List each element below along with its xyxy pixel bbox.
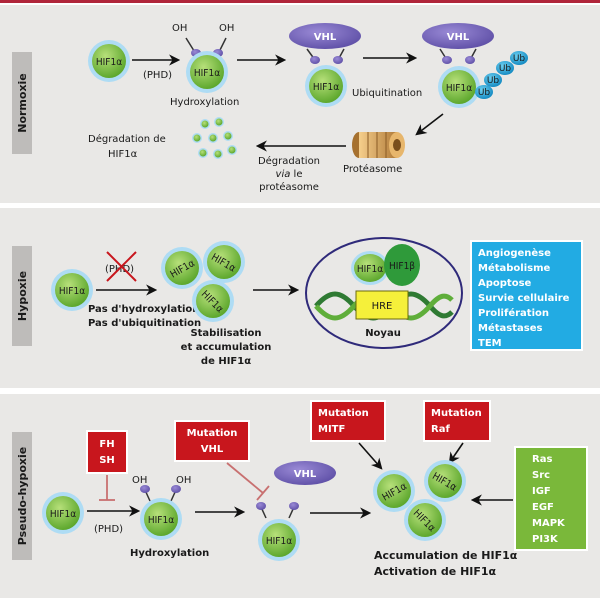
effect-item: Survie cellulaire — [478, 293, 570, 304]
phd-label-normoxie: (PHD) — [143, 70, 172, 81]
inhibition-bar-vhl — [226, 462, 270, 501]
mutation-raf-box — [423, 400, 491, 442]
section-label-hypoxie: Hypoxie — [16, 271, 29, 321]
hif1a-accumulated-cluster: HIF1α HIF1α HIF1α — [373, 460, 466, 541]
svg-text:HRE: HRE — [372, 301, 393, 312]
svg-text:HIF1α: HIF1α — [194, 68, 220, 79]
hydroxylation-label-normoxie: Hydroxylation — [170, 97, 239, 108]
proteasome-label: Protéasome — [343, 163, 402, 175]
degradation-hif-label-2: HIF1α — [108, 149, 138, 160]
band-pseudo-hypoxie — [0, 394, 600, 598]
mutation-mitf-label-2: MITF — [318, 424, 345, 435]
mutation-mitf-label-1: Mutation — [318, 408, 369, 419]
svg-text:HIF1α: HIF1α — [446, 83, 472, 94]
pathway-item: EGF — [532, 502, 554, 513]
hif1a-cell-hypoxie: HIF1α — [51, 269, 93, 311]
arrow-mitf — [358, 442, 383, 470]
pathway-item: MAPK — [532, 518, 566, 529]
svg-text:HIF1α: HIF1α — [357, 264, 383, 275]
activation-label: Activation de HIF1α — [374, 565, 497, 578]
effect-item: Prolifération — [478, 307, 549, 319]
mutation-vhl-label-2: VHL — [201, 444, 224, 455]
arrow-raf — [448, 442, 464, 464]
hif1a-cell-normoxie-1: HIF1α — [88, 40, 130, 82]
ubiquitination-label: Ubiquitination — [352, 88, 422, 99]
svg-text:VHL: VHL — [447, 32, 470, 43]
vhl-complex-1: VHL HIF1α — [289, 23, 361, 107]
hif1a-fragments — [192, 117, 237, 159]
pathway-item: IGF — [532, 486, 551, 497]
pathway-item: PI3K — [532, 534, 559, 545]
svg-text:HIF1α: HIF1α — [313, 82, 339, 93]
nucleus: HRE HIF1α HIF1β — [305, 237, 463, 349]
stabilisation-label-1: Stabilisation — [190, 328, 261, 339]
pathway-item: Src — [532, 470, 550, 481]
svg-text:HIF1α: HIF1α — [266, 536, 292, 547]
oh-label: OH — [172, 23, 187, 34]
sh-label: SH — [99, 455, 115, 466]
no-ubiquitination-label: Pas d'ubiquitination — [88, 318, 201, 329]
ubiquitin-chain: Ub Ub Ub Ub — [475, 51, 528, 99]
mutation-raf-label-2: Raf — [431, 424, 450, 435]
proteasome-icon — [352, 132, 405, 158]
mutation-vhl-label-1: Mutation — [187, 428, 238, 439]
section-label-pseudo-hypoxie: Pseudo-hypoxie — [16, 447, 29, 545]
section-label-normoxie: Normoxie — [16, 73, 29, 133]
tab-pseudo-hypoxie — [12, 432, 32, 560]
phd-blocked-cross-icon — [106, 251, 137, 282]
tab-hypoxie — [12, 246, 32, 346]
hif1a-cell-pseudo-hydroxylated: HIF1α — [140, 485, 182, 540]
degradation-hif-label-1: Dégradation de — [88, 133, 166, 145]
stabilisation-label-3: de HIF1α — [201, 356, 251, 367]
vhl-complex-ubiquitinated: VHL HIF1α — [422, 23, 494, 108]
hif1a-cell-pseudo-3: HIF1α — [256, 502, 300, 561]
svg-text:Ub: Ub — [499, 64, 512, 74]
hydroxylation-label-pseudo: Hydroxylation — [130, 548, 209, 559]
tab-normoxie — [12, 52, 32, 154]
pathways-box — [514, 446, 588, 551]
svg-text:HIF1α: HIF1α — [96, 57, 122, 68]
svg-text:Ub: Ub — [478, 88, 491, 98]
mutation-raf-label-1: Mutation — [431, 408, 482, 419]
degradation-via-label-2: via le — [276, 169, 303, 180]
hif1a-cell-hydroxylated: HIF1α — [185, 37, 228, 93]
mutation-vhl-box — [174, 420, 250, 462]
degradation-via-label-3: protéasome — [259, 181, 319, 193]
svg-text:Ub: Ub — [487, 76, 500, 86]
inhibition-bar-fh-sh — [99, 475, 115, 501]
effect-item: Métabolisme — [478, 262, 551, 274]
phd-label-pseudo: (PHD) — [94, 524, 123, 535]
noyau-label: Noyau — [365, 328, 401, 339]
arrow-n4 — [415, 113, 444, 136]
oh-label: OH — [132, 475, 147, 486]
svg-text:Ub: Ub — [513, 54, 526, 64]
hif1a-cell-pseudo-1: HIF1α — [42, 492, 84, 534]
fh-sh-box — [86, 430, 128, 474]
mutation-mitf-box — [310, 400, 386, 442]
pathway-item: Ras — [532, 454, 552, 465]
svg-text:VHL: VHL — [294, 469, 317, 480]
effect-item: Apoptose — [478, 278, 532, 289]
effect-item: TEM — [478, 338, 502, 349]
svg-text:HIF1α: HIF1α — [59, 286, 85, 297]
stabilisation-label-2: et accumulation — [181, 342, 272, 353]
svg-text:HIF1β: HIF1β — [389, 261, 415, 272]
hif1a-stabilized-cluster: HIF1α HIF1α HIF1α — [161, 241, 245, 322]
no-hydroxylation-label: Pas d'hydroxylation — [88, 304, 199, 315]
accumulation-label: Accumulation de HIF1α — [374, 549, 518, 562]
oh-label: OH — [219, 23, 234, 34]
effect-item: Métastases — [478, 322, 542, 334]
vhl-detached: VHL — [274, 461, 336, 485]
oh-label: OH — [176, 475, 191, 486]
fh-label: FH — [99, 439, 114, 450]
effect-item: Angiogenèse — [478, 247, 551, 259]
svg-text:HIF1α: HIF1α — [148, 515, 174, 526]
top-rule — [0, 0, 600, 3]
svg-text:VHL: VHL — [314, 32, 337, 43]
svg-text:HIF1α: HIF1α — [50, 509, 76, 520]
degradation-via-label-1: Dégradation — [258, 155, 320, 167]
effects-box — [470, 240, 583, 351]
